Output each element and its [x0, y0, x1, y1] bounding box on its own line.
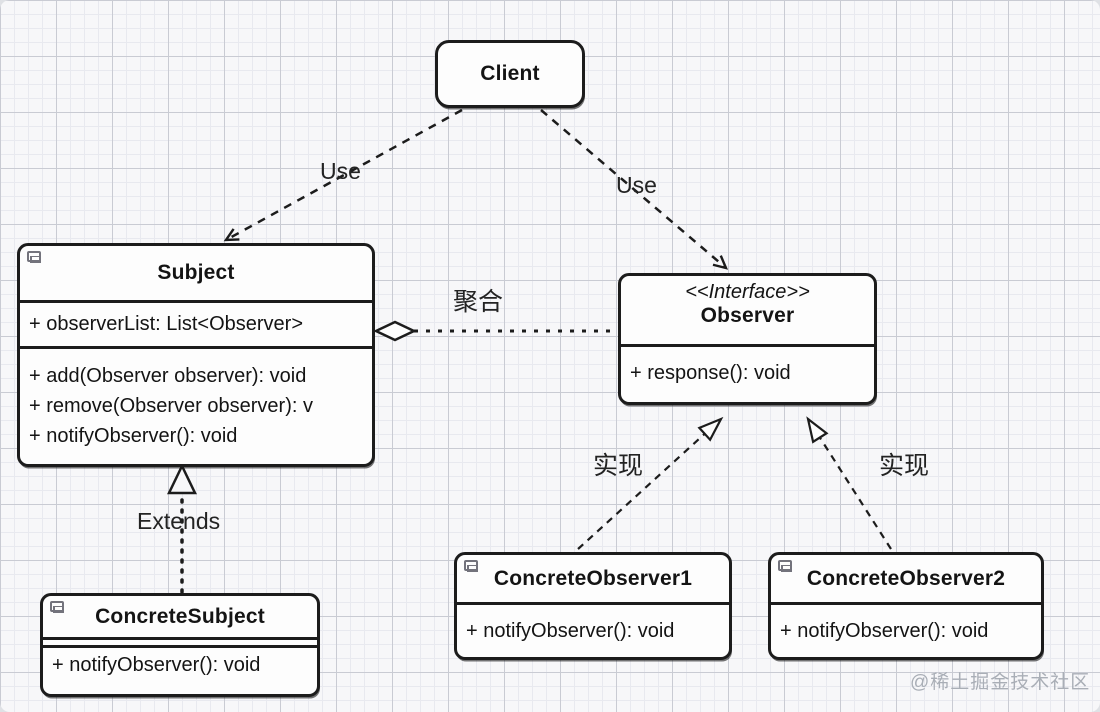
- edge-label-implements-right: 实现: [879, 452, 930, 480]
- edge-label-extends: Extends: [137, 508, 221, 534]
- interface-stereotype: <<Interface>>: [685, 281, 810, 303]
- class-method: + add(Observer observer): void: [29, 365, 307, 387]
- class-title: Observer: [700, 304, 795, 327]
- class-subject[interactable]: Subject + observerList: List<Observer> +…: [17, 243, 375, 467]
- class-icon: [50, 601, 64, 613]
- edge-label-implements-left: 实现: [593, 452, 644, 480]
- class-title: Client: [480, 62, 540, 85]
- aggregation-diamond: [373, 320, 417, 342]
- class-title: Subject: [157, 261, 235, 284]
- class-method: + remove(Observer observer): v: [29, 395, 313, 417]
- edge-label-aggregation: 聚合: [453, 288, 504, 316]
- class-title: ConcreteObserver2: [806, 566, 1006, 590]
- edge-label-use-left: Use: [320, 158, 361, 184]
- edge-concreteobserver2-realizes-observer: [806, 416, 892, 550]
- class-method: + notifyObserver(): void: [780, 619, 989, 642]
- class-method: + notifyObserver(): void: [466, 619, 675, 642]
- class-icon: [464, 560, 478, 572]
- class-concrete-observer1[interactable]: ConcreteObserver1 + notifyObserver(): vo…: [454, 552, 732, 660]
- edge-label-use-right: Use: [616, 172, 657, 198]
- class-icon: [778, 560, 792, 572]
- class-client[interactable]: Client: [435, 40, 585, 108]
- class-title: ConcreteSubject: [95, 604, 265, 628]
- class-method: + response(): void: [630, 361, 791, 384]
- class-attribute: + observerList: List<Observer>: [29, 313, 304, 335]
- empty-attribute-compartment: [43, 637, 317, 645]
- watermark-text: @稀土掘金技术社区: [910, 672, 1091, 693]
- edge-concreteobserver1-realizes-observer: [577, 416, 724, 550]
- class-icon: [27, 251, 41, 263]
- class-method: + notifyObserver(): void: [29, 425, 238, 447]
- generalization-triangle: [167, 463, 197, 495]
- class-title: ConcreteObserver1: [493, 566, 693, 590]
- class-concrete-observer2[interactable]: ConcreteObserver2 + notifyObserver(): vo…: [768, 552, 1044, 660]
- class-observer-interface[interactable]: <<Interface>> Observer + response(): voi…: [618, 273, 877, 405]
- class-concrete-subject[interactable]: ConcreteSubject + notifyObserver(): void: [40, 593, 320, 697]
- class-method: + notifyObserver(): void: [52, 654, 261, 676]
